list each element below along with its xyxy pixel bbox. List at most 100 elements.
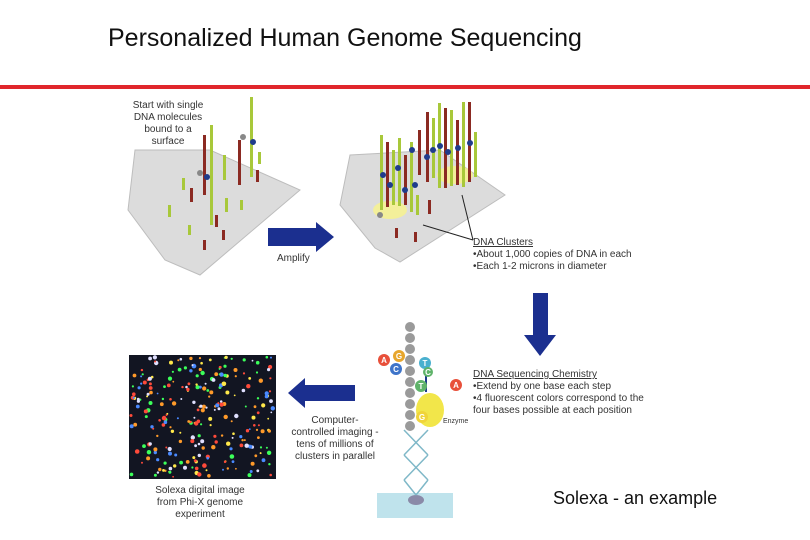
fluorescent-spot bbox=[153, 447, 158, 452]
fluorescent-spot bbox=[208, 358, 212, 362]
fluorescent-spot bbox=[255, 360, 260, 365]
fluorescent-spot bbox=[269, 399, 273, 403]
fluorescent-spot bbox=[174, 453, 178, 457]
fluorescent-spot bbox=[146, 456, 151, 461]
fluorescent-spot bbox=[180, 398, 183, 400]
fluorescent-spot bbox=[153, 450, 157, 455]
fluorescent-spot bbox=[214, 372, 219, 377]
fluorescent-spot bbox=[168, 451, 172, 456]
enzyme-label: Enzyme bbox=[443, 418, 468, 425]
fluorescent-spot bbox=[204, 382, 207, 385]
fluorescent-spot bbox=[225, 390, 230, 395]
fluorescent-spot bbox=[192, 456, 196, 460]
fluorescent-spot bbox=[251, 415, 256, 420]
fluorescent-spot bbox=[196, 419, 201, 424]
fluorescent-spot bbox=[149, 390, 153, 395]
fluorescent-spot bbox=[224, 355, 228, 359]
fluorescent-spot bbox=[242, 358, 246, 362]
fluorescent-spot bbox=[158, 419, 161, 422]
fluorescent-spot bbox=[179, 460, 184, 465]
fluorescent-spot bbox=[171, 370, 174, 373]
fluorescent-spot bbox=[146, 395, 149, 398]
fluorescent-spot bbox=[172, 475, 175, 478]
fluorescent-spot bbox=[259, 446, 263, 449]
fluorescent-spot bbox=[142, 380, 147, 385]
fluorescent-spot bbox=[189, 369, 193, 373]
fluorescent-spot bbox=[219, 402, 224, 407]
fluorescent-spot bbox=[136, 397, 140, 401]
fluorescent-spot bbox=[222, 468, 224, 471]
down-arrow bbox=[524, 293, 556, 356]
fluorescent-spot bbox=[131, 385, 134, 388]
fluorescent-spot bbox=[259, 452, 262, 455]
amplify-arrow bbox=[268, 222, 334, 252]
fluorescent-spot bbox=[241, 388, 246, 393]
fluorescent-spot bbox=[169, 426, 172, 429]
fluorescent-spot bbox=[161, 397, 165, 401]
fluorescent-spot bbox=[140, 375, 143, 378]
fluorescent-bases bbox=[378, 350, 462, 423]
fluorescent-spot bbox=[202, 463, 207, 468]
fluorescent-spot bbox=[185, 460, 190, 464]
fluorescent-spot bbox=[232, 432, 235, 436]
fluorescent-spot bbox=[230, 357, 233, 360]
fluorescent-spot bbox=[197, 434, 201, 438]
fluorescent-spot bbox=[257, 424, 260, 427]
fluorescent-spot bbox=[132, 396, 135, 399]
fluorescent-spot bbox=[132, 373, 137, 378]
fluorescent-spot bbox=[140, 368, 144, 372]
fluorescent-spot bbox=[201, 404, 206, 409]
fluorescent-spot bbox=[158, 467, 162, 472]
fluorescent-spot bbox=[267, 417, 270, 420]
fluorescent-spot bbox=[243, 439, 246, 442]
fluorescent-spot bbox=[148, 386, 153, 390]
fluorescent-spot bbox=[250, 461, 255, 466]
fluorescent-spot bbox=[181, 385, 184, 389]
slide-title: Personalized Human Genome Sequencing bbox=[108, 24, 582, 52]
fluorescent-spot bbox=[270, 356, 272, 359]
fluorescent-spot bbox=[234, 375, 237, 378]
cluster-molecules bbox=[380, 140, 473, 193]
fluorescent-spot bbox=[152, 355, 157, 360]
fluorescent-spot bbox=[165, 414, 168, 416]
fluorescent-spot bbox=[264, 394, 269, 399]
fluorescent-spot bbox=[256, 411, 260, 415]
fluorescent-spot bbox=[193, 422, 196, 424]
fluorescent-spot bbox=[266, 450, 272, 455]
fluorescent-spot bbox=[260, 429, 265, 434]
fluorescent-spot bbox=[197, 453, 201, 458]
fluorescent-spot bbox=[190, 439, 195, 444]
fluorescent-spot bbox=[234, 413, 239, 419]
fluorescent-spot bbox=[148, 356, 153, 361]
fluorescent-spot bbox=[163, 385, 166, 388]
image-label: Solexa digital image from Phi-X genome e… bbox=[155, 485, 245, 520]
fluorescent-spot bbox=[146, 392, 150, 396]
fluorescent-spot bbox=[150, 425, 154, 429]
fluorescent-spot bbox=[206, 389, 210, 392]
fluorescent-spot bbox=[148, 442, 152, 446]
fluorescent-spot bbox=[244, 443, 249, 448]
fluorescent-spot bbox=[247, 473, 252, 478]
fluorescent-spot bbox=[191, 364, 194, 367]
fluorescent-spot bbox=[144, 415, 148, 419]
fluorescent-spot bbox=[200, 370, 205, 376]
fluorescent-spot bbox=[211, 378, 216, 382]
fluorescent-spot bbox=[229, 454, 235, 459]
fluorescent-spot bbox=[141, 461, 143, 464]
fluorescent-spot bbox=[258, 378, 263, 383]
fluorescent-spot bbox=[133, 422, 138, 427]
fluorescent-spot bbox=[199, 404, 203, 408]
fluorescent-spot bbox=[135, 404, 140, 409]
fluorescent-spot bbox=[207, 474, 211, 478]
fluorescent-spot bbox=[217, 402, 220, 405]
fluorescent-spot bbox=[169, 398, 172, 401]
fluorescent-spot bbox=[185, 385, 188, 389]
fluorescent-spot bbox=[213, 408, 216, 411]
fluorescent-spot bbox=[209, 424, 212, 427]
fluorescent-spot bbox=[187, 420, 191, 423]
fluorescent-spot bbox=[239, 443, 244, 448]
fluorescent-spot bbox=[190, 435, 195, 440]
fluorescent-spot bbox=[140, 382, 143, 385]
fluorescent-spot bbox=[173, 464, 177, 468]
fluorescent-spot bbox=[154, 360, 157, 363]
